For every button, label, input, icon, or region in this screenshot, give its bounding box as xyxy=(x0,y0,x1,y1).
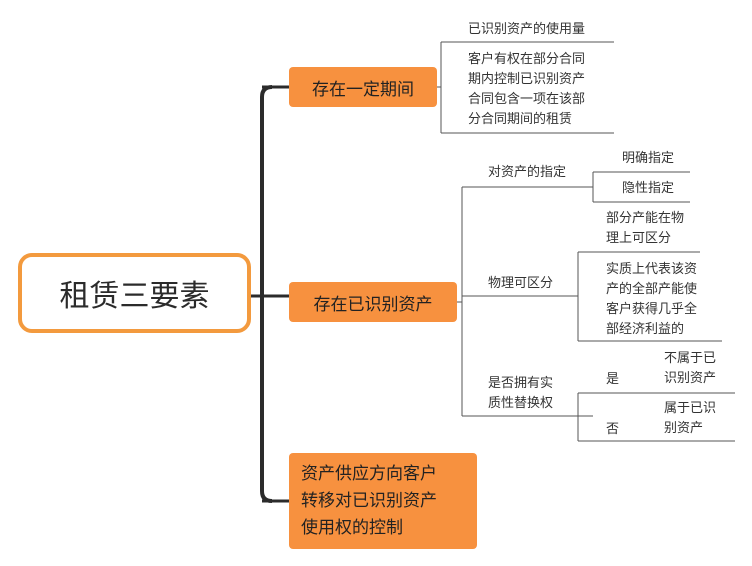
root-node[interactable]: 租赁三要素 xyxy=(18,253,251,333)
leaf-usage-amount[interactable]: 已识别资产的使用量 xyxy=(468,22,586,37)
leaf-implicit-specification[interactable]: 隐性指定 xyxy=(622,181,675,196)
leaf-no[interactable]: 否 xyxy=(606,422,620,437)
subnode-physically-distinct[interactable]: 物理可区分 xyxy=(488,276,554,291)
leaf-yes[interactable]: 是 xyxy=(606,372,620,387)
leaf-not-identified-asset[interactable]: 不属于已 识别资产 xyxy=(664,351,717,386)
leaf-identified-asset[interactable]: 属于已识 别资产 xyxy=(664,401,717,436)
leaf-capacity-portion[interactable]: 部分产能在物 理上可区分 xyxy=(606,211,685,246)
branch-control-transfer[interactable]: 资产供应方向客户 转移对已识别资产 使用权的控制 xyxy=(289,453,477,549)
leaf-substantially-all-capacity[interactable]: 实质上代表该资 产的全部产能使 客户获得几乎全 部经济利益的 xyxy=(606,262,698,337)
subnode-substitution-right[interactable]: 是否拥有实 质性替换权 xyxy=(488,376,554,411)
branch-existence-period[interactable]: 存在一定期间 xyxy=(289,67,437,107)
branch-identified-asset[interactable]: 存在已识别资产 xyxy=(289,282,457,322)
subnode-asset-specification[interactable]: 对资产的指定 xyxy=(488,165,567,180)
leaf-explicit-specification[interactable]: 明确指定 xyxy=(622,151,675,166)
leaf-partial-period-control[interactable]: 客户有权在部分合同 期内控制已识别资产 合同包含一项在该部 分合同期间的租赁 xyxy=(468,52,586,127)
